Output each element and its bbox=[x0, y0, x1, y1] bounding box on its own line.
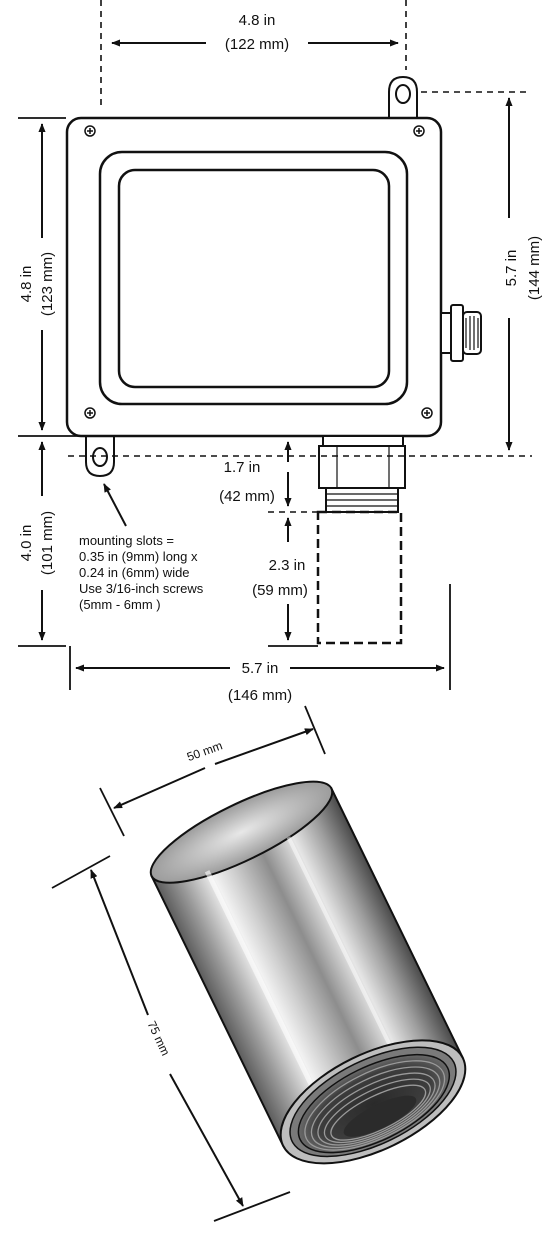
dim-tube-diameter-ext-right bbox=[304, 705, 326, 755]
mounting-note-arrow bbox=[103, 483, 127, 527]
mounting-note-line-1: mounting slots = bbox=[79, 533, 174, 548]
dim-height-mm: (123 mm) bbox=[39, 252, 56, 316]
extension-lines bbox=[68, 0, 532, 513]
screw-icon bbox=[84, 125, 433, 419]
bottom-mounting-tab bbox=[85, 436, 115, 478]
mounting-note-line-5: (5mm - 6mm ) bbox=[79, 597, 161, 612]
mounting-note-line-4: Use 3/16-inch screws bbox=[79, 581, 204, 596]
dim-tube-diameter-label: 50 mm bbox=[185, 738, 224, 764]
dim-width-in: 4.8 in bbox=[239, 12, 276, 29]
dim-overall-width-mm: (146 mm) bbox=[228, 687, 292, 704]
dim-tube-diameter-ext-left bbox=[99, 787, 125, 837]
dim-tube-length-arrow-a bbox=[90, 869, 149, 1016]
bottom-connector bbox=[316, 435, 406, 645]
dim-connector-in: 1.7 in bbox=[224, 459, 261, 476]
mounting-note: mounting slots = 0.35 in (9mm) long x 0.… bbox=[79, 533, 204, 612]
mounting-note-line-3: 0.24 in (6mm) wide bbox=[79, 565, 190, 580]
dim-tube-length-arrow-b bbox=[169, 1073, 244, 1207]
dim-tube-mm: (59 mm) bbox=[252, 582, 308, 599]
dim-tube-length-label: 75 mm bbox=[145, 1019, 173, 1058]
dim-tube-length-ext-bottom bbox=[213, 1191, 291, 1222]
dim-below-mm: (101 mm) bbox=[39, 511, 56, 575]
top-mounting-tab bbox=[388, 75, 418, 120]
dim-below-in: 4.0 in bbox=[18, 525, 35, 562]
threaded-tube bbox=[149, 780, 467, 1165]
dim-overall-width-in: 5.7 in bbox=[242, 660, 279, 677]
cable-gland bbox=[440, 304, 482, 362]
enclosure-drawing: 4.8 in (122 mm) 4.8 in (123 mm) 5.7 in (… bbox=[18, 0, 543, 704]
dim-width-mm: (122 mm) bbox=[225, 36, 289, 53]
mounting-note-line-2: 0.35 in (9mm) long x bbox=[79, 549, 198, 564]
dim-tube-diameter-arrow-b bbox=[214, 728, 314, 765]
dim-height-in: 4.8 in bbox=[18, 266, 35, 303]
dim-overall-height-in: 5.7 in bbox=[503, 250, 520, 287]
tube-drawing: 50 mm 75 mm bbox=[51, 705, 467, 1222]
enclosure-window bbox=[117, 168, 391, 389]
dim-tube-in: 2.3 in bbox=[269, 557, 306, 574]
dim-tube-diameter-arrow-a bbox=[113, 767, 206, 809]
dim-connector-mm: (42 mm) bbox=[219, 488, 275, 505]
solid-extension-lines bbox=[18, 117, 451, 690]
dim-overall-height-mm: (144 mm) bbox=[526, 236, 543, 300]
dim-tube-length-ext-top bbox=[51, 855, 111, 889]
